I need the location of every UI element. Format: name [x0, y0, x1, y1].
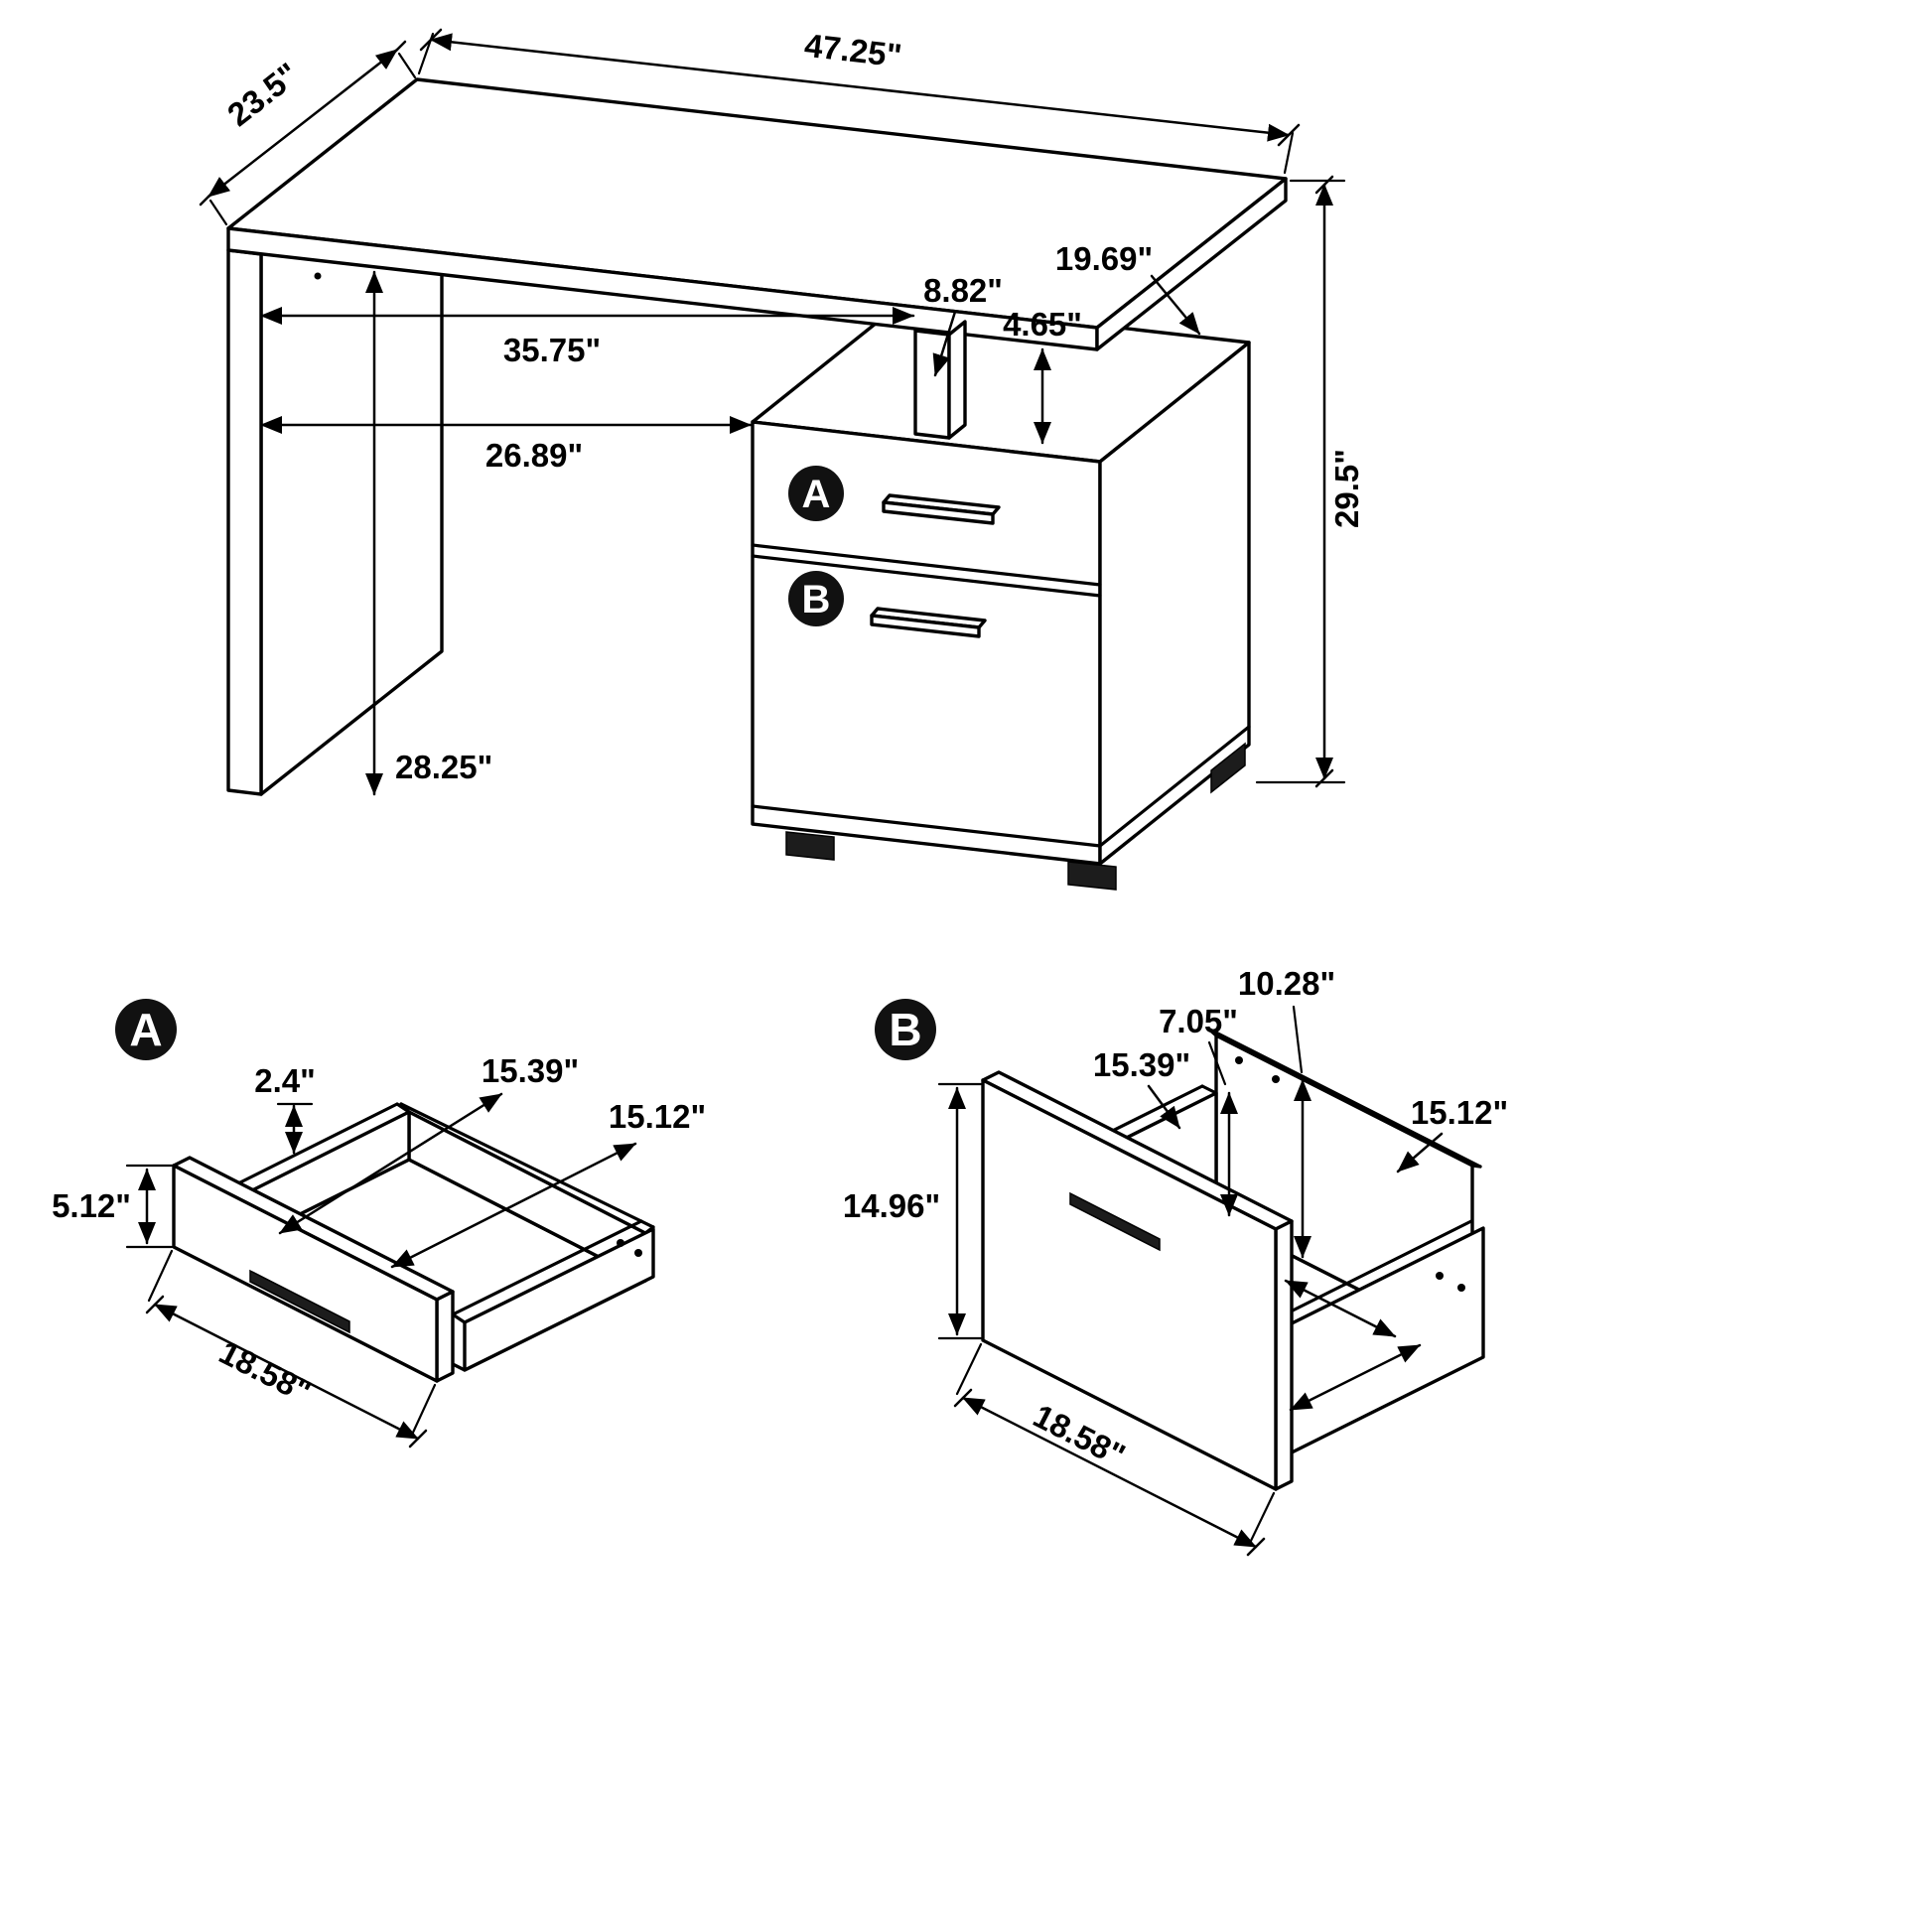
dim-a-front-height-label: 5.12" — [52, 1187, 131, 1224]
detail-b-view: B — [843, 965, 1508, 1557]
dim-b-front-height-label: 14.96" — [843, 1187, 940, 1224]
cam-hole-dot — [1436, 1272, 1444, 1280]
detail-a-drawer — [172, 1102, 655, 1383]
dim-b-inner-width: 15.12" — [1284, 1094, 1508, 1338]
drawer-a-badge: A — [788, 466, 844, 521]
drawer-cabinet: A B — [751, 301, 1251, 891]
drawer-divider-top — [751, 543, 1102, 587]
drawer-a-handle — [882, 493, 1001, 525]
dim-overall-height-label: 29.5" — [1328, 449, 1365, 528]
badge-a-circle — [788, 466, 844, 521]
dim-knee-lower: 26.89" — [259, 416, 753, 474]
cabinet-plinth-front — [751, 804, 1102, 848]
dim-a-rim-drop-label: 2.4" — [254, 1062, 316, 1099]
dim-a-inner-depth-label: 15.39" — [482, 1052, 579, 1089]
badge-a-letter: A — [802, 473, 831, 516]
dim-desktop-gap: 4.65" — [1003, 306, 1082, 445]
dim-cabinet-depth-label: 19.69" — [1055, 240, 1153, 277]
cam-hole-dot — [617, 1239, 624, 1247]
drawer-b-front-panel — [981, 1078, 1278, 1491]
desk-left-leg — [226, 109, 444, 796]
dim-a-inner-depth: 15.39" — [278, 1052, 579, 1235]
dim-b-back-height: 10.28" — [1238, 965, 1335, 1259]
badge-b-circle — [788, 571, 844, 626]
dim-cabinet-depth: 19.69" — [1055, 240, 1201, 336]
cam-hole-dot — [1272, 1075, 1280, 1083]
badge-a-circle — [115, 999, 177, 1060]
support-bracket — [913, 320, 967, 440]
dim-b-side-height: 7.05" — [1159, 1003, 1238, 1217]
dim-support-offset: 8.82" — [923, 272, 1003, 377]
dim-b-side-height-label: 7.05" — [1159, 1003, 1238, 1039]
detail-a-view: A 2.4" — [52, 999, 706, 1449]
dim-support-offset-label: 8.82" — [923, 272, 1003, 309]
cabinet-foot-front-left — [785, 831, 835, 861]
drawer-a-front-end — [435, 1290, 455, 1383]
leg-front-face — [226, 248, 263, 796]
dim-desktop-gap-label: 4.65" — [1003, 306, 1082, 343]
cam-hole-dot — [1235, 1056, 1243, 1064]
drawer-b-badge: B — [788, 571, 844, 626]
dim-b-inner-depth: 15.39" — [1093, 1046, 1422, 1412]
dim-b-front-height: 14.96" — [843, 1082, 983, 1340]
dim-a-inner-width-label: 15.12" — [609, 1098, 706, 1135]
cam-hole-dot — [1457, 1284, 1465, 1292]
dim-b-inner-width-label: 15.12" — [1411, 1094, 1508, 1131]
drawer-b-handle — [870, 607, 987, 638]
cabinet-foot-front-right — [1067, 861, 1117, 891]
dim-leg-height: 28.25" — [365, 270, 492, 796]
desktop-right-edge — [1095, 177, 1288, 351]
detail-b-badge: B — [875, 999, 936, 1060]
dim-leg-height-label: 28.25" — [395, 749, 492, 785]
dim-knee-upper-label: 35.75" — [503, 332, 601, 368]
dim-desktop-depth-label: 23.5" — [220, 56, 306, 133]
badge-b-circle — [875, 999, 936, 1060]
dim-b-inner-depth-label: 15.39" — [1093, 1046, 1190, 1083]
dim-a-inner-width: 15.12" — [390, 1098, 706, 1269]
dim-a-front-height: 5.12" — [52, 1164, 174, 1249]
drawer-divider-bottom — [751, 554, 1102, 598]
dim-knee-lower-label: 26.89" — [485, 437, 583, 474]
detail-a-badge: A — [115, 999, 177, 1060]
dim-b-back-height-label: 10.28" — [1238, 965, 1335, 1002]
cam-hole-dot — [314, 272, 322, 280]
badge-b-letter: B — [889, 1004, 921, 1055]
badge-a-letter: A — [129, 1004, 162, 1055]
dim-a-rim-drop: 2.4" — [254, 1062, 316, 1155]
dim-overall-height: 29.5" — [1255, 175, 1365, 788]
dim-a-front-width-label: 18.58" — [213, 1333, 317, 1411]
cabinet-plinth-right — [1098, 725, 1251, 848]
main-desk-view: A B 47.25" — [199, 27, 1365, 891]
dim-desktop-width-label: 47.25" — [802, 27, 903, 74]
cabinet-right-face — [1098, 341, 1251, 866]
badge-b-letter: B — [802, 578, 831, 621]
drawer-b-handle — [1069, 1191, 1161, 1252]
cabinet-foot-back-right — [1210, 742, 1246, 794]
drawer-b-front-end — [1274, 1219, 1294, 1491]
cam-hole-dot — [634, 1249, 642, 1257]
